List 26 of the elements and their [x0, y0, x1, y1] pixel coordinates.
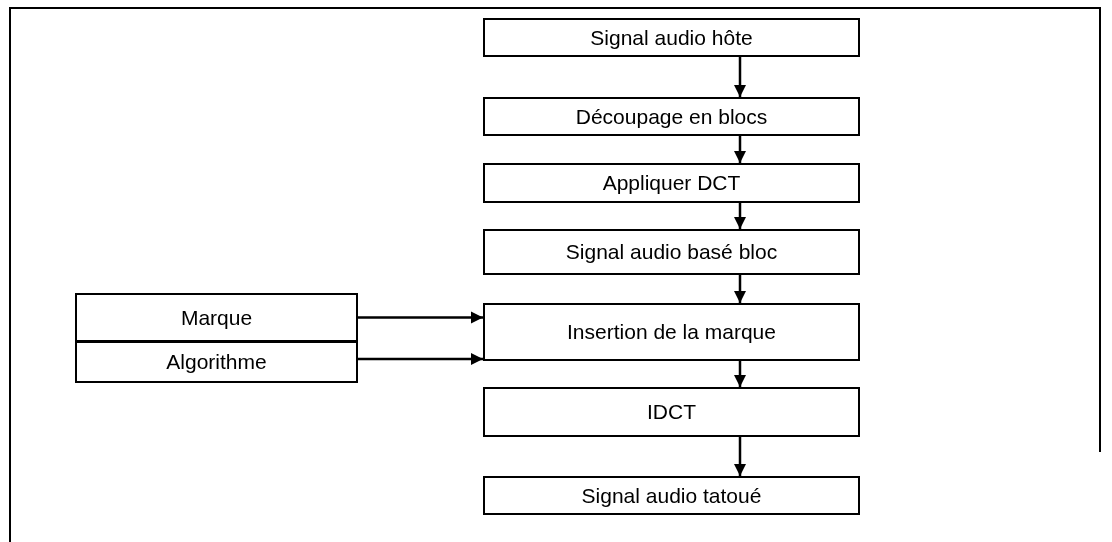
process-box [483, 97, 860, 136]
box-label: Découpage en blocs [575, 104, 768, 129]
process-box [483, 476, 860, 515]
process-box [483, 163, 860, 203]
process-box [483, 18, 860, 57]
box-label: Marque [180, 305, 253, 330]
arrow [358, 352, 483, 366]
arrow [733, 57, 747, 97]
process-box [483, 303, 860, 361]
box-label: Signal audio basé bloc [565, 240, 778, 264]
box-label: IDCT [647, 400, 696, 424]
arrow [358, 311, 483, 324]
arrow [733, 275, 747, 303]
box-label: Algorithme [166, 350, 267, 374]
arrow [733, 361, 747, 387]
box-label: Signal audio tatoué [581, 483, 762, 508]
arrow [733, 437, 747, 476]
process-box [75, 293, 358, 342]
arrow [733, 136, 747, 163]
box-label: Insertion de la marque [567, 320, 776, 344]
process-box [483, 229, 860, 275]
box-label: Appliquer DCT [602, 171, 741, 195]
process-box [483, 387, 860, 437]
arrow [733, 203, 747, 229]
process-box [75, 341, 358, 383]
box-label: Signal audio hôte [590, 25, 753, 50]
